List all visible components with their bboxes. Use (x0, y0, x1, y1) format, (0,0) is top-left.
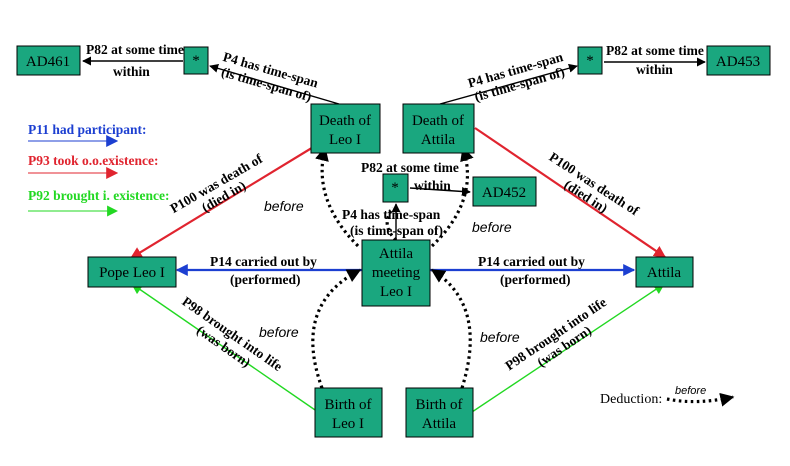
legend-participant-label: P11 had participant: (28, 122, 147, 137)
edge-p98-left (131, 283, 319, 413)
label-p14-right-line1: P14 carried out by (478, 254, 585, 269)
edge-p82-center (409, 186, 471, 196)
legend-birth-label: P92 brought i. existence: (28, 188, 170, 203)
node-star-right: * (577, 46, 603, 75)
svg-text:Attila: Attila (421, 132, 456, 148)
before-arc-birth-leo-meeting (311, 268, 362, 389)
svg-text:Leo I: Leo I (329, 132, 361, 148)
edge-p100-left (129, 145, 316, 259)
svg-text:Death of: Death of (319, 113, 371, 129)
svg-text:Attila: Attila (647, 265, 682, 281)
before-arc-meeting-death-attila (430, 146, 474, 248)
label-p14-left-line1: P14 carried out by (210, 254, 317, 269)
deduction-sample: before (675, 385, 706, 397)
before-label-lower-right: before (480, 329, 520, 345)
label-p82-center-line2: within (414, 178, 451, 193)
label-p4-center-line1: P4 has time-span (342, 207, 441, 222)
svg-text:AD453: AD453 (716, 54, 760, 70)
svg-text:Leo I: Leo I (380, 284, 412, 300)
edge-p4-left (209, 63, 340, 105)
svg-text:*: * (192, 53, 200, 69)
deduction-legend: Deduction: before (600, 385, 735, 407)
node-death-attila: Death of Attila (402, 103, 475, 154)
svg-text:*: * (391, 180, 399, 196)
node-meeting: Attila meeting Leo I (361, 239, 431, 307)
label-p4-center-line2: (is time-span of) (350, 223, 443, 238)
node-attila: Attila (635, 256, 694, 288)
node-ad461: AD461 (16, 45, 81, 76)
label-p4-left: P4 has time-span (is time-span of) (220, 49, 321, 104)
node-death-leo: Death of Leo I (310, 103, 381, 154)
svg-text:Birth of: Birth of (324, 397, 371, 413)
svg-text:Attila: Attila (379, 246, 414, 262)
legend-death-label: P93 took o.o.existence: (28, 153, 158, 168)
before-arc-meeting-center (385, 207, 398, 242)
svg-text:Pope Leo I: Pope Leo I (99, 265, 165, 281)
node-star-left: * (183, 46, 209, 75)
label-p4-right: P4 has time-span (is time-span of) (466, 49, 566, 104)
label-p100-right: P100 was death of (died in) (546, 149, 642, 218)
node-ad452: AD452 (472, 176, 537, 207)
label-p98-left: P98 brought into life (was born) (179, 294, 285, 374)
label-p82-right-line1: P82 at some time (606, 43, 704, 58)
label-p14-left-line2: (performed) (230, 272, 300, 287)
edge-p4-right (439, 63, 578, 105)
node-pope-leo: Pope Leo I (87, 256, 177, 288)
label-p100-left: P100 was death of (died in) (168, 151, 266, 216)
deduction-label: Deduction: (600, 392, 662, 407)
label-p82-center-line1: P82 at some time (361, 160, 459, 175)
svg-text:Death of: Death of (412, 113, 464, 129)
before-arc-meeting-death-leo (315, 146, 360, 248)
svg-text:AD461: AD461 (26, 54, 70, 70)
svg-text:Attila: Attila (422, 416, 457, 432)
before-label-upper-left: before (264, 198, 304, 214)
label-p82-left-line2: within (113, 64, 150, 79)
svg-text:Birth of: Birth of (415, 397, 462, 413)
edge-p98-right (471, 283, 665, 413)
label-p82-left-line1: P82 at some time (86, 42, 184, 57)
edge-p100-right (474, 127, 666, 258)
legend: P11 had participant: P93 took o.o.existe… (28, 122, 170, 217)
node-birth-attila: Birth of Attila (405, 387, 474, 438)
node-birth-leo: Birth of Leo I (314, 387, 383, 438)
svg-text:Leo I: Leo I (332, 416, 364, 432)
label-p98-right: P98 brought into life (was born) (502, 294, 609, 373)
node-star-center: * (382, 173, 409, 203)
svg-text:*: * (586, 53, 594, 69)
svg-text:AD452: AD452 (482, 185, 526, 201)
before-label-upper-right: before (472, 219, 512, 235)
label-p14-right-line2: (performed) (500, 272, 570, 287)
svg-text:meeting: meeting (372, 265, 421, 281)
before-arc-birth-attila-meeting (430, 268, 472, 389)
before-label-lower-left: before (259, 324, 299, 340)
label-p82-right-line2: within (636, 62, 673, 77)
node-ad453: AD453 (706, 45, 771, 76)
deduction-arrow (666, 392, 735, 407)
